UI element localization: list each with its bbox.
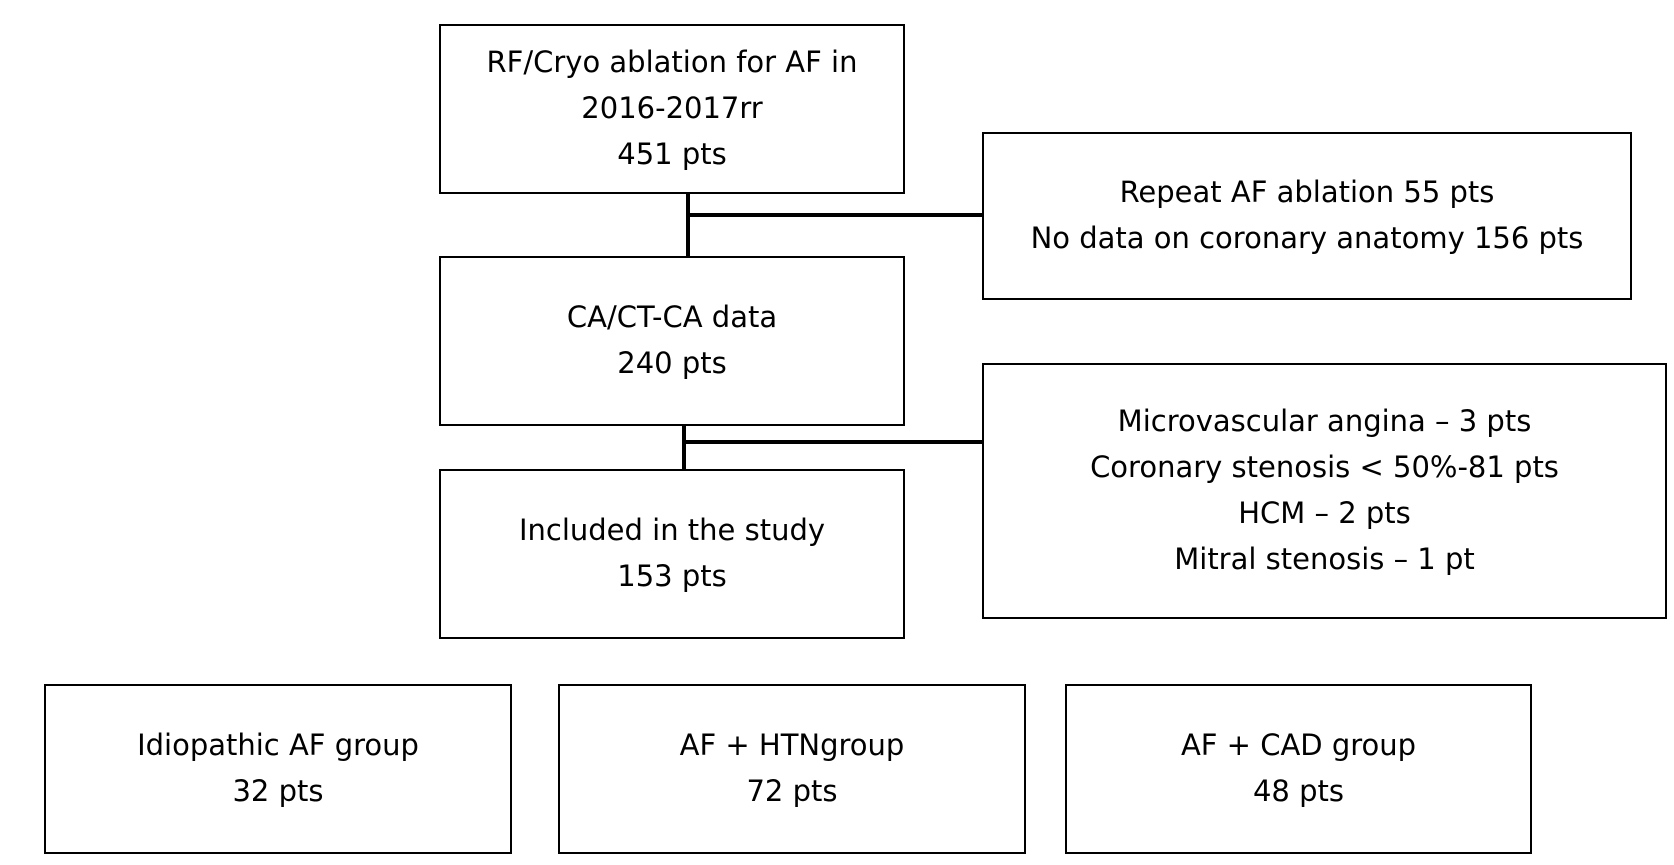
connector-start-to-data: [686, 194, 690, 256]
included-line-1: Included in the study: [518, 513, 826, 548]
group-idiopathic-name: Idiopathic AF group: [137, 728, 419, 763]
connector-data-to-included: [682, 426, 686, 469]
first-exclusion-line-1: Repeat AF ablation 55 pts: [1119, 175, 1495, 210]
connector-to-second-exclusion: [682, 440, 982, 444]
group-htn-count: 72 pts: [746, 774, 838, 808]
included-line-2: 153 pts: [617, 559, 727, 593]
group-cad-name: AF + CAD group: [1180, 728, 1417, 763]
group-cad-count: 48 pts: [1252, 774, 1344, 808]
data-step-line-1: CA/CT-CA data: [566, 300, 778, 335]
data-step-line-2: 240 pts: [617, 346, 727, 380]
group-idiopathic-count: 32 pts: [232, 774, 324, 808]
start-line-1: RF/Cryo ablation for AF in: [486, 45, 858, 80]
connector-to-first-exclusion: [686, 213, 982, 217]
first-exclusion-box: Repeat AF ablation 55 pts No data on cor…: [982, 132, 1632, 300]
data-step-box: CA/CT-CA data 240 pts: [439, 256, 905, 426]
included-box: Included in the study 153 pts: [439, 469, 905, 639]
group-box-htn: AF + HTNgroup 72 pts: [558, 684, 1026, 854]
second-exclusion-line-4: Mitral stenosis – 1 pt: [1174, 541, 1475, 576]
group-htn-name: AF + HTNgroup: [679, 728, 905, 763]
second-exclusion-line-1: Microvascular angina – 3 pts: [1117, 404, 1532, 439]
second-exclusion-line-2: Coronary stenosis < 50%-81 pts: [1090, 450, 1559, 485]
first-exclusion-line-2: No data on coronary anatomy 156 pts: [1030, 221, 1584, 255]
group-box-cad: AF + CAD group 48 pts: [1065, 684, 1532, 854]
start-box: RF/Cryo ablation for AF in 2016-2017rr 4…: [439, 24, 905, 194]
second-exclusion-line-3: HCM – 2 pts: [1238, 496, 1411, 530]
group-box-idiopathic: Idiopathic AF group 32 pts: [44, 684, 512, 854]
start-line-2: 2016-2017rr: [581, 91, 763, 126]
second-exclusion-box: Microvascular angina – 3 pts Coronary st…: [982, 363, 1667, 619]
start-line-3: 451 pts: [617, 136, 727, 171]
